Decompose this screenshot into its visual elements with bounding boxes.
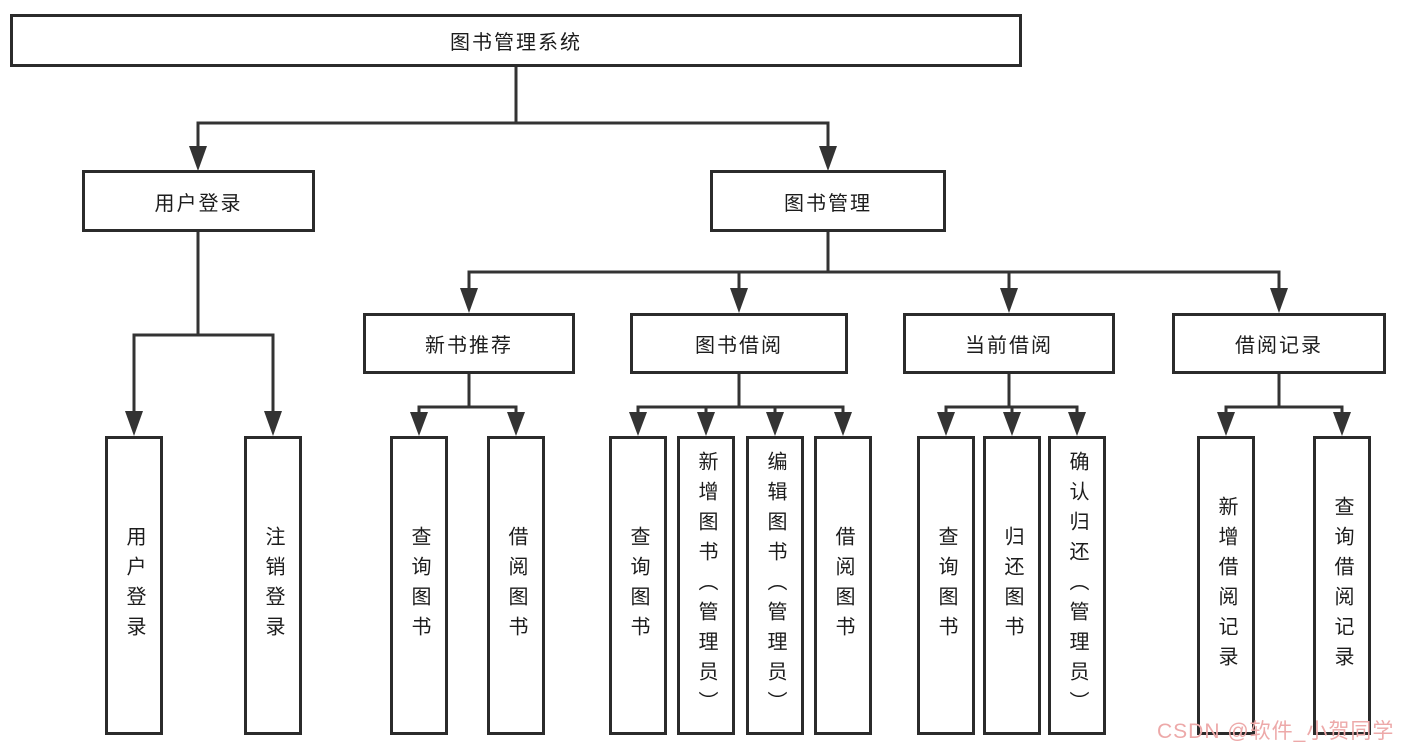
node-label: 查询图书	[935, 525, 957, 646]
node-leaf-edit-books-admin: 编辑图书（管理员）	[746, 436, 804, 735]
node-book-management-branch: 图书管理	[710, 170, 946, 232]
node-leaf-query-books-1: 查询图书	[390, 436, 448, 735]
node-root-label: 图书管理系统	[450, 32, 582, 54]
node-new-book-recommend: 新书推荐	[363, 313, 575, 374]
node-label: 图书借阅	[695, 335, 783, 357]
node-label: 新书推荐	[425, 335, 513, 357]
node-leaf-add-borrow-record: 新增借阅记录	[1197, 436, 1255, 735]
node-leaf-query-borrow-record: 查询借阅记录	[1313, 436, 1371, 735]
node-current-borrow: 当前借阅	[903, 313, 1115, 374]
node-label: 新增借阅记录	[1215, 495, 1237, 676]
connector-root-to-level2	[189, 65, 837, 171]
connector-borrow-records-to-leaves	[1217, 372, 1351, 436]
node-label: 借阅图书	[832, 525, 854, 646]
connector-book-borrow-to-leaves	[629, 372, 852, 436]
node-label: 用户登录	[123, 525, 145, 646]
connector-current-borrow-to-leaves	[937, 372, 1086, 436]
node-label: 图书管理	[784, 192, 872, 215]
node-label: 借阅记录	[1235, 335, 1323, 357]
node-label: 注销登录	[262, 525, 284, 646]
node-borrow-records: 借阅记录	[1172, 313, 1386, 374]
node-leaf-query-books-2: 查询图书	[609, 436, 667, 735]
csdn-watermark: CSDN @软件_小贺同学	[1157, 720, 1395, 743]
node-leaf-add-books-admin: 新增图书（管理员）	[677, 436, 735, 735]
connector-book-management-to-level3	[460, 230, 1288, 313]
node-user-login-branch: 用户登录	[82, 170, 315, 232]
connector-user-login-to-leaves	[125, 230, 282, 436]
node-label: 借阅图书	[505, 525, 527, 646]
node-book-borrow: 图书借阅	[630, 313, 848, 374]
node-leaf-borrow-books-1: 借阅图书	[487, 436, 545, 735]
node-label: 编辑图书（管理员）	[764, 450, 786, 721]
node-leaf-query-books-3: 查询图书	[917, 436, 975, 735]
node-root-library-system: 图书管理系统	[10, 14, 1022, 67]
node-label: 新增图书（管理员）	[695, 450, 717, 721]
node-label: 用户登录	[154, 192, 243, 215]
node-leaf-borrow-books-2: 借阅图书	[814, 436, 872, 735]
node-label: 查询图书	[627, 525, 649, 646]
node-label: 查询图书	[408, 525, 430, 646]
node-label: 归还图书	[1001, 525, 1023, 646]
node-label: 确认归还（管理员）	[1066, 450, 1088, 721]
node-label: 当前借阅	[965, 335, 1053, 357]
connector-new-book-recommend-to-leaves	[410, 372, 525, 436]
node-leaf-return-books: 归还图书	[983, 436, 1041, 735]
node-leaf-logout: 注销登录	[244, 436, 302, 735]
node-leaf-confirm-return-admin: 确认归还（管理员）	[1048, 436, 1106, 735]
node-label: 查询借阅记录	[1331, 495, 1353, 676]
node-leaf-user-login: 用户登录	[105, 436, 163, 735]
